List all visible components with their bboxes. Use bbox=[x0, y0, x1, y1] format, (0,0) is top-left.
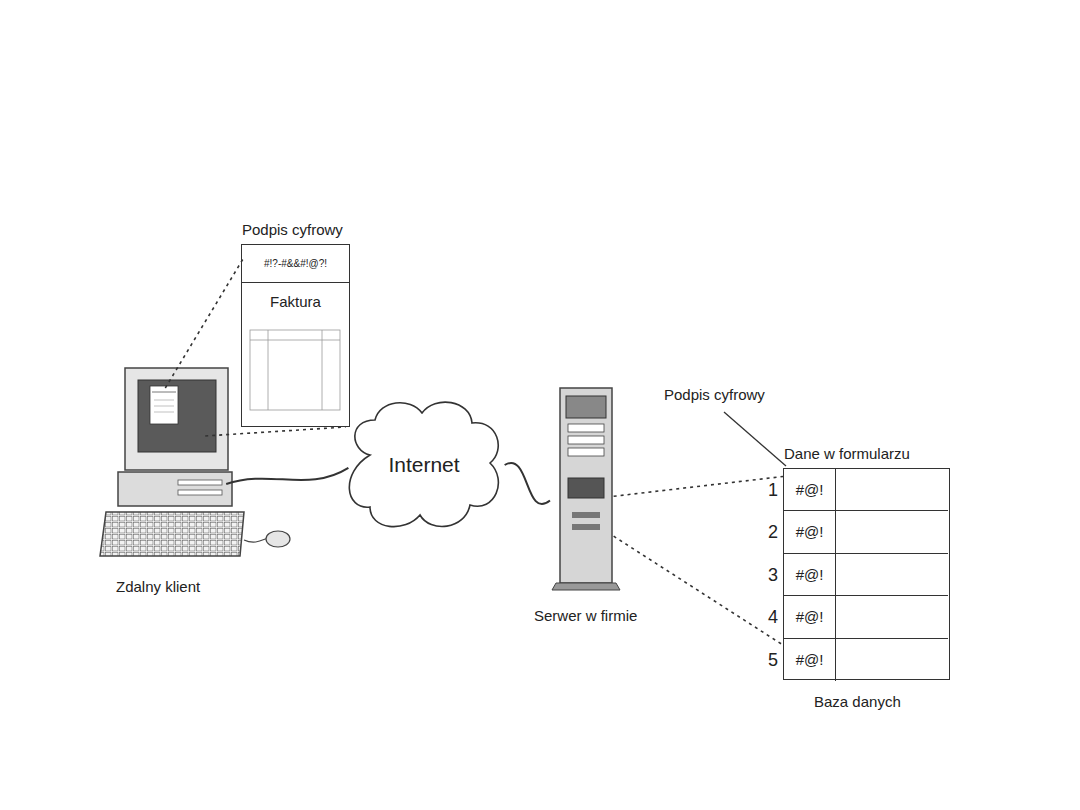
database-table: Dane w formularzuBaza danych1#@!2#@!3#@!… bbox=[783, 468, 950, 680]
row-number: 3 bbox=[760, 554, 778, 596]
document-heading: Podpis cyfrowy bbox=[242, 221, 343, 239]
caption: Zdalny klient bbox=[116, 578, 200, 596]
row-number: 5 bbox=[760, 639, 778, 681]
table-row: 4#@! bbox=[784, 596, 948, 638]
company-server: Serwer w firmie bbox=[550, 385, 624, 595]
signature-cell: #@! bbox=[784, 554, 836, 595]
internet-cloud: Internet bbox=[340, 395, 508, 535]
network-cable bbox=[505, 463, 550, 504]
document-title: Faktura bbox=[242, 293, 349, 311]
server-illustration bbox=[552, 388, 620, 590]
signature-cell: #@! bbox=[784, 596, 836, 637]
network-cable bbox=[226, 468, 348, 484]
table-row: 5#@! bbox=[784, 639, 948, 681]
invoice-grid bbox=[250, 330, 340, 410]
cloud-label: Internet bbox=[340, 453, 508, 477]
signature-cell: #@! bbox=[784, 469, 836, 510]
callout-label: Podpis cyfrowy bbox=[664, 386, 765, 404]
invoice-document: Podpis cyfrowy#!?-#&&#!@?!Faktura bbox=[241, 244, 350, 427]
dotted-connector bbox=[165, 259, 243, 388]
row-number: 2 bbox=[760, 511, 778, 553]
computer-illustration bbox=[100, 368, 290, 556]
signature-cell: #@! bbox=[784, 639, 836, 681]
signature-cell: #@! bbox=[784, 511, 836, 552]
table-caption: Baza danych bbox=[814, 693, 901, 711]
table-heading: Dane w formularzu bbox=[784, 445, 910, 463]
table-row: 3#@! bbox=[784, 554, 948, 596]
caption: Serwer w firmie bbox=[534, 607, 637, 625]
table-row: 2#@! bbox=[784, 511, 948, 553]
row-number: 4 bbox=[760, 596, 778, 638]
signature-code: #!?-#&&#!@?! bbox=[242, 245, 349, 283]
dotted-connector bbox=[205, 427, 345, 436]
row-number: 1 bbox=[760, 469, 778, 511]
dotted-connector bbox=[614, 476, 783, 496]
dotted-connector bbox=[614, 536, 783, 645]
remote-client: Zdalny klient bbox=[96, 360, 306, 560]
leader-line bbox=[724, 412, 786, 466]
table-row: 1#@! bbox=[784, 469, 948, 511]
